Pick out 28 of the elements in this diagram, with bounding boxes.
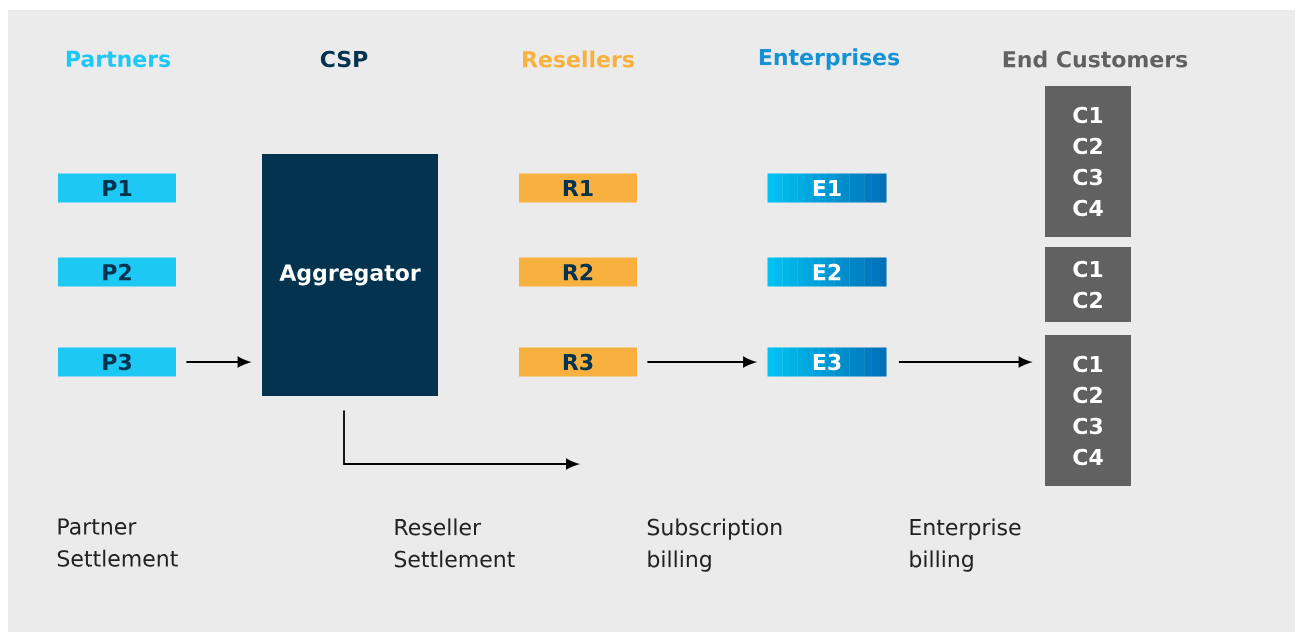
enterprise-box: E1	[767, 173, 887, 203]
column-heading: Enterprises	[759, 48, 900, 70]
partner-box: P3	[58, 347, 176, 377]
node-label: E3	[813, 353, 841, 371]
aggregator-box: Aggregator	[262, 154, 438, 396]
arrow	[898, 356, 1031, 368]
customer-box: C1 C2 C3 C4	[1045, 86, 1131, 237]
column-heading: CSP	[320, 50, 368, 68]
flow-label: Subscription billing	[647, 518, 782, 572]
arrow	[343, 409, 578, 470]
reseller-box: R3	[519, 347, 637, 377]
customer-box: C1 C2	[1045, 247, 1131, 322]
node-label: E2	[813, 263, 841, 281]
column-heading: Partners	[66, 50, 171, 68]
flow-label: Reseller Settlement	[394, 518, 515, 568]
enterprise-box: E2	[767, 257, 887, 287]
enterprise-box: E3	[767, 347, 887, 377]
reseller-box: R2	[519, 257, 637, 287]
node-label: E1	[813, 180, 841, 197]
partner-box: P2	[58, 257, 176, 287]
flow-label: Partner Settlement	[57, 518, 178, 567]
flow-label: Enterprise billing	[910, 518, 1021, 572]
column-heading: Resellers	[523, 50, 634, 68]
arrow	[185, 356, 250, 368]
reseller-box: R1	[519, 173, 637, 203]
customer-box: C1 C2 C3 C4	[1045, 335, 1131, 486]
partner-box: P1	[58, 173, 176, 203]
arrow	[646, 356, 755, 368]
